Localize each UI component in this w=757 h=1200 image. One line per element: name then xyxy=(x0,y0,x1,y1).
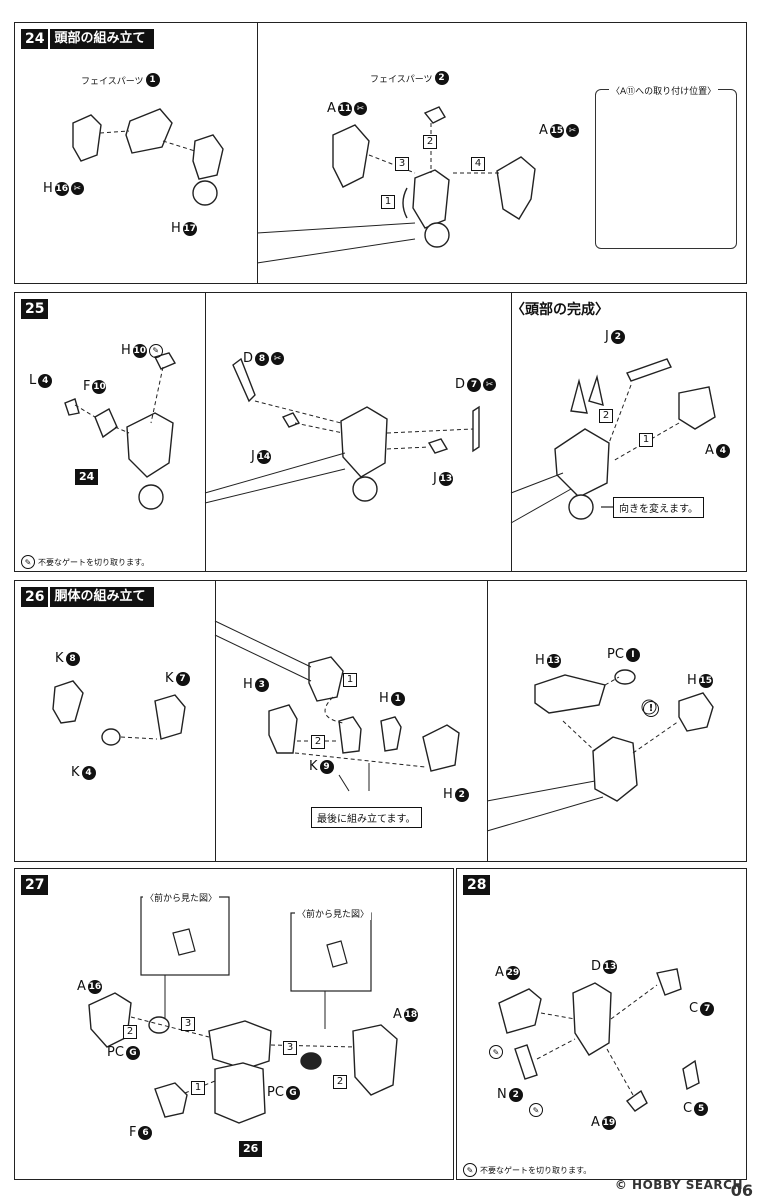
front-view-label-1: 〈前から見た図〉 xyxy=(143,891,220,904)
step-number: 28 xyxy=(463,875,491,895)
step-27-header: 27 xyxy=(21,875,49,895)
order-box-2: 2 xyxy=(599,409,613,423)
order-box-2b: 2 xyxy=(333,1075,347,1089)
step-24-header: 24 頭部の組み立て xyxy=(21,29,154,49)
callout-a11-position xyxy=(595,89,737,249)
divider xyxy=(215,581,216,861)
gate-footnote: ✎不要なゲートを切り取ります。 xyxy=(21,555,149,569)
turn-note: 向きを変えます。 xyxy=(613,497,704,518)
order-box-2: 2 xyxy=(311,735,325,749)
step-27-illustration xyxy=(88,896,398,1124)
step-number: 24 xyxy=(21,29,49,49)
order-box-2: 2 xyxy=(423,135,437,149)
divider xyxy=(511,293,512,571)
head-complete-title: 〈頭部の完成〉 xyxy=(511,302,609,318)
ref-step-26: 26 xyxy=(239,1141,263,1157)
step-26-header: 26 胴体の組み立て xyxy=(21,587,154,607)
order-box-1: 1 xyxy=(381,195,395,209)
order-box-4: 4 xyxy=(471,157,485,171)
gate-cut-icon: ✎ xyxy=(529,1103,543,1117)
order-box-3: 3 xyxy=(181,1017,195,1031)
gate-footnote: ✎不要なゲートを切り取ります。 xyxy=(463,1163,591,1177)
order-box-1: 1 xyxy=(343,673,357,687)
assemble-last-note: 最後に組み立てます。 xyxy=(311,807,422,828)
caution-icon: ! xyxy=(643,701,659,717)
step-26-illustration xyxy=(52,620,714,832)
watermark: © HOBBY SEARCH xyxy=(614,1178,743,1192)
order-box-3: 3 xyxy=(395,157,409,171)
order-box-1: 1 xyxy=(191,1081,205,1095)
step-title: 胴体の組み立て xyxy=(50,587,154,607)
cut-icon: ✂ xyxy=(70,182,84,195)
step-25-header: 25 xyxy=(21,299,49,319)
gate-cut-icon: ✎ xyxy=(489,1045,503,1059)
gate-cut-icon: ✎ xyxy=(148,343,163,358)
order-box-3b: 3 xyxy=(283,1041,297,1055)
step-title: 頭部の組み立て xyxy=(50,29,154,49)
gate-cut-icon: ✎ xyxy=(21,555,35,569)
order-box-2: 2 xyxy=(123,1025,137,1039)
step-28-header: 28 xyxy=(463,875,491,895)
ref-step-24: 24 xyxy=(75,469,99,485)
gate-cut-icon: ✎ xyxy=(463,1163,477,1177)
page-number: 06 xyxy=(730,1181,753,1200)
step-28-illustration xyxy=(498,968,700,1112)
step-25-illustration xyxy=(64,352,716,524)
divider xyxy=(257,23,258,283)
step-number: 26 xyxy=(21,587,49,607)
step-number: 27 xyxy=(21,875,49,895)
callout-title: 〈A⑪への取り付け位置〉 xyxy=(609,84,719,97)
front-view-label-2: 〈前から見た図〉 xyxy=(295,907,372,920)
divider xyxy=(205,293,206,571)
step-number: 25 xyxy=(21,299,49,319)
divider xyxy=(487,581,488,861)
order-box-1: 1 xyxy=(639,433,653,447)
